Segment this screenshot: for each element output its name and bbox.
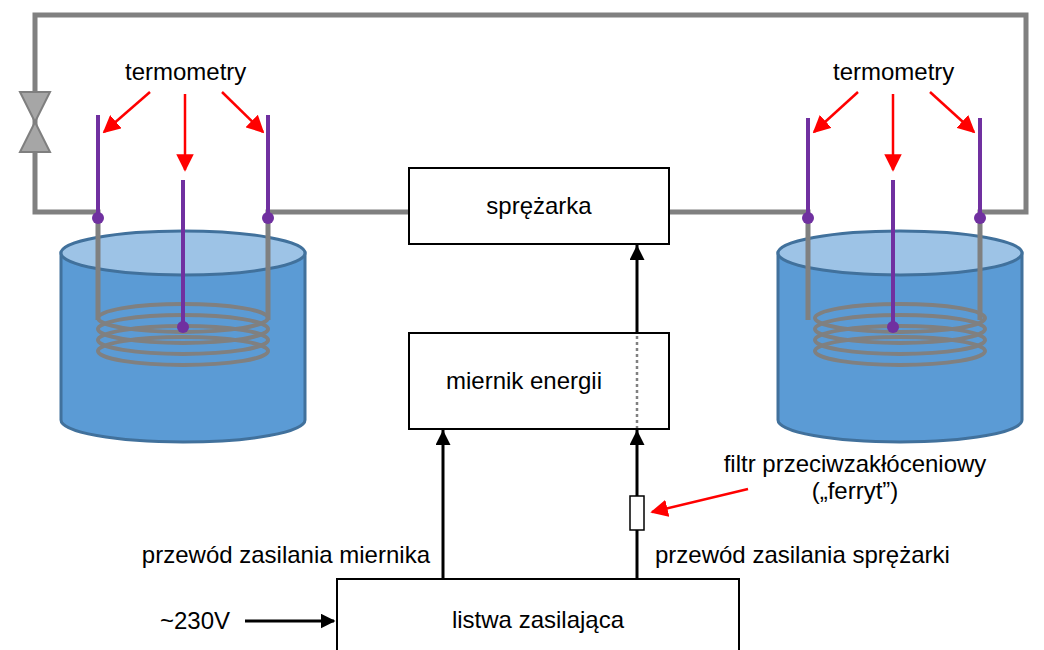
leader-arrow xyxy=(104,92,974,512)
ferrite-filter xyxy=(630,496,644,530)
leader-arrow xyxy=(892,94,895,170)
sensor-tip xyxy=(92,212,104,224)
callout-label: termometry xyxy=(833,58,953,85)
sensor-tip xyxy=(887,321,899,333)
wire-label: przewód zasilania sprężarki xyxy=(655,541,1040,568)
compressor-box: sprężarka xyxy=(408,167,670,245)
valve-triangle xyxy=(20,122,50,152)
tank-top xyxy=(778,231,1022,275)
leader-arrow xyxy=(104,92,150,132)
sensor-tip xyxy=(177,321,189,333)
thermometer xyxy=(891,180,895,327)
power-cable xyxy=(636,245,639,332)
pipe xyxy=(268,212,410,320)
leader-arrow xyxy=(652,489,748,512)
thermometer xyxy=(181,180,185,327)
thermometer xyxy=(98,115,980,327)
box-label: miernik energii xyxy=(446,367,602,395)
expansion-valve xyxy=(20,92,50,152)
water-tank xyxy=(778,231,1022,442)
valve-triangle xyxy=(20,92,50,122)
sensor-tip xyxy=(262,212,274,224)
sensor-tip xyxy=(974,212,986,224)
thermometer xyxy=(96,115,100,218)
leader-arrow xyxy=(184,94,187,170)
callout-label: filtr przeciwzakłóceniowy („ferryt”) xyxy=(690,450,1020,504)
leader-arrow xyxy=(222,92,263,132)
thermometer xyxy=(806,118,810,218)
thermometer xyxy=(978,118,982,218)
coil-winding xyxy=(98,337,268,365)
power-cable xyxy=(442,430,445,578)
callout-label: termometry xyxy=(125,58,245,85)
leader-arrow xyxy=(930,92,974,132)
wire-label: przewód zasilania miernika xyxy=(40,541,430,568)
supply-arrow xyxy=(245,620,334,623)
tank-body xyxy=(778,253,1022,442)
power-strip-box: listwa zasilająca xyxy=(336,578,740,650)
leader-arrow xyxy=(814,92,858,132)
box-label: listwa zasilająca xyxy=(452,606,624,634)
pipe xyxy=(668,212,808,320)
energy-meter-box: miernik energii xyxy=(408,332,670,430)
sensor-tip xyxy=(802,212,814,224)
coil-winding xyxy=(815,337,985,365)
thermometer xyxy=(266,115,270,218)
voltage-label: ~230V xyxy=(160,607,242,634)
box-label: sprężarka xyxy=(486,192,591,220)
